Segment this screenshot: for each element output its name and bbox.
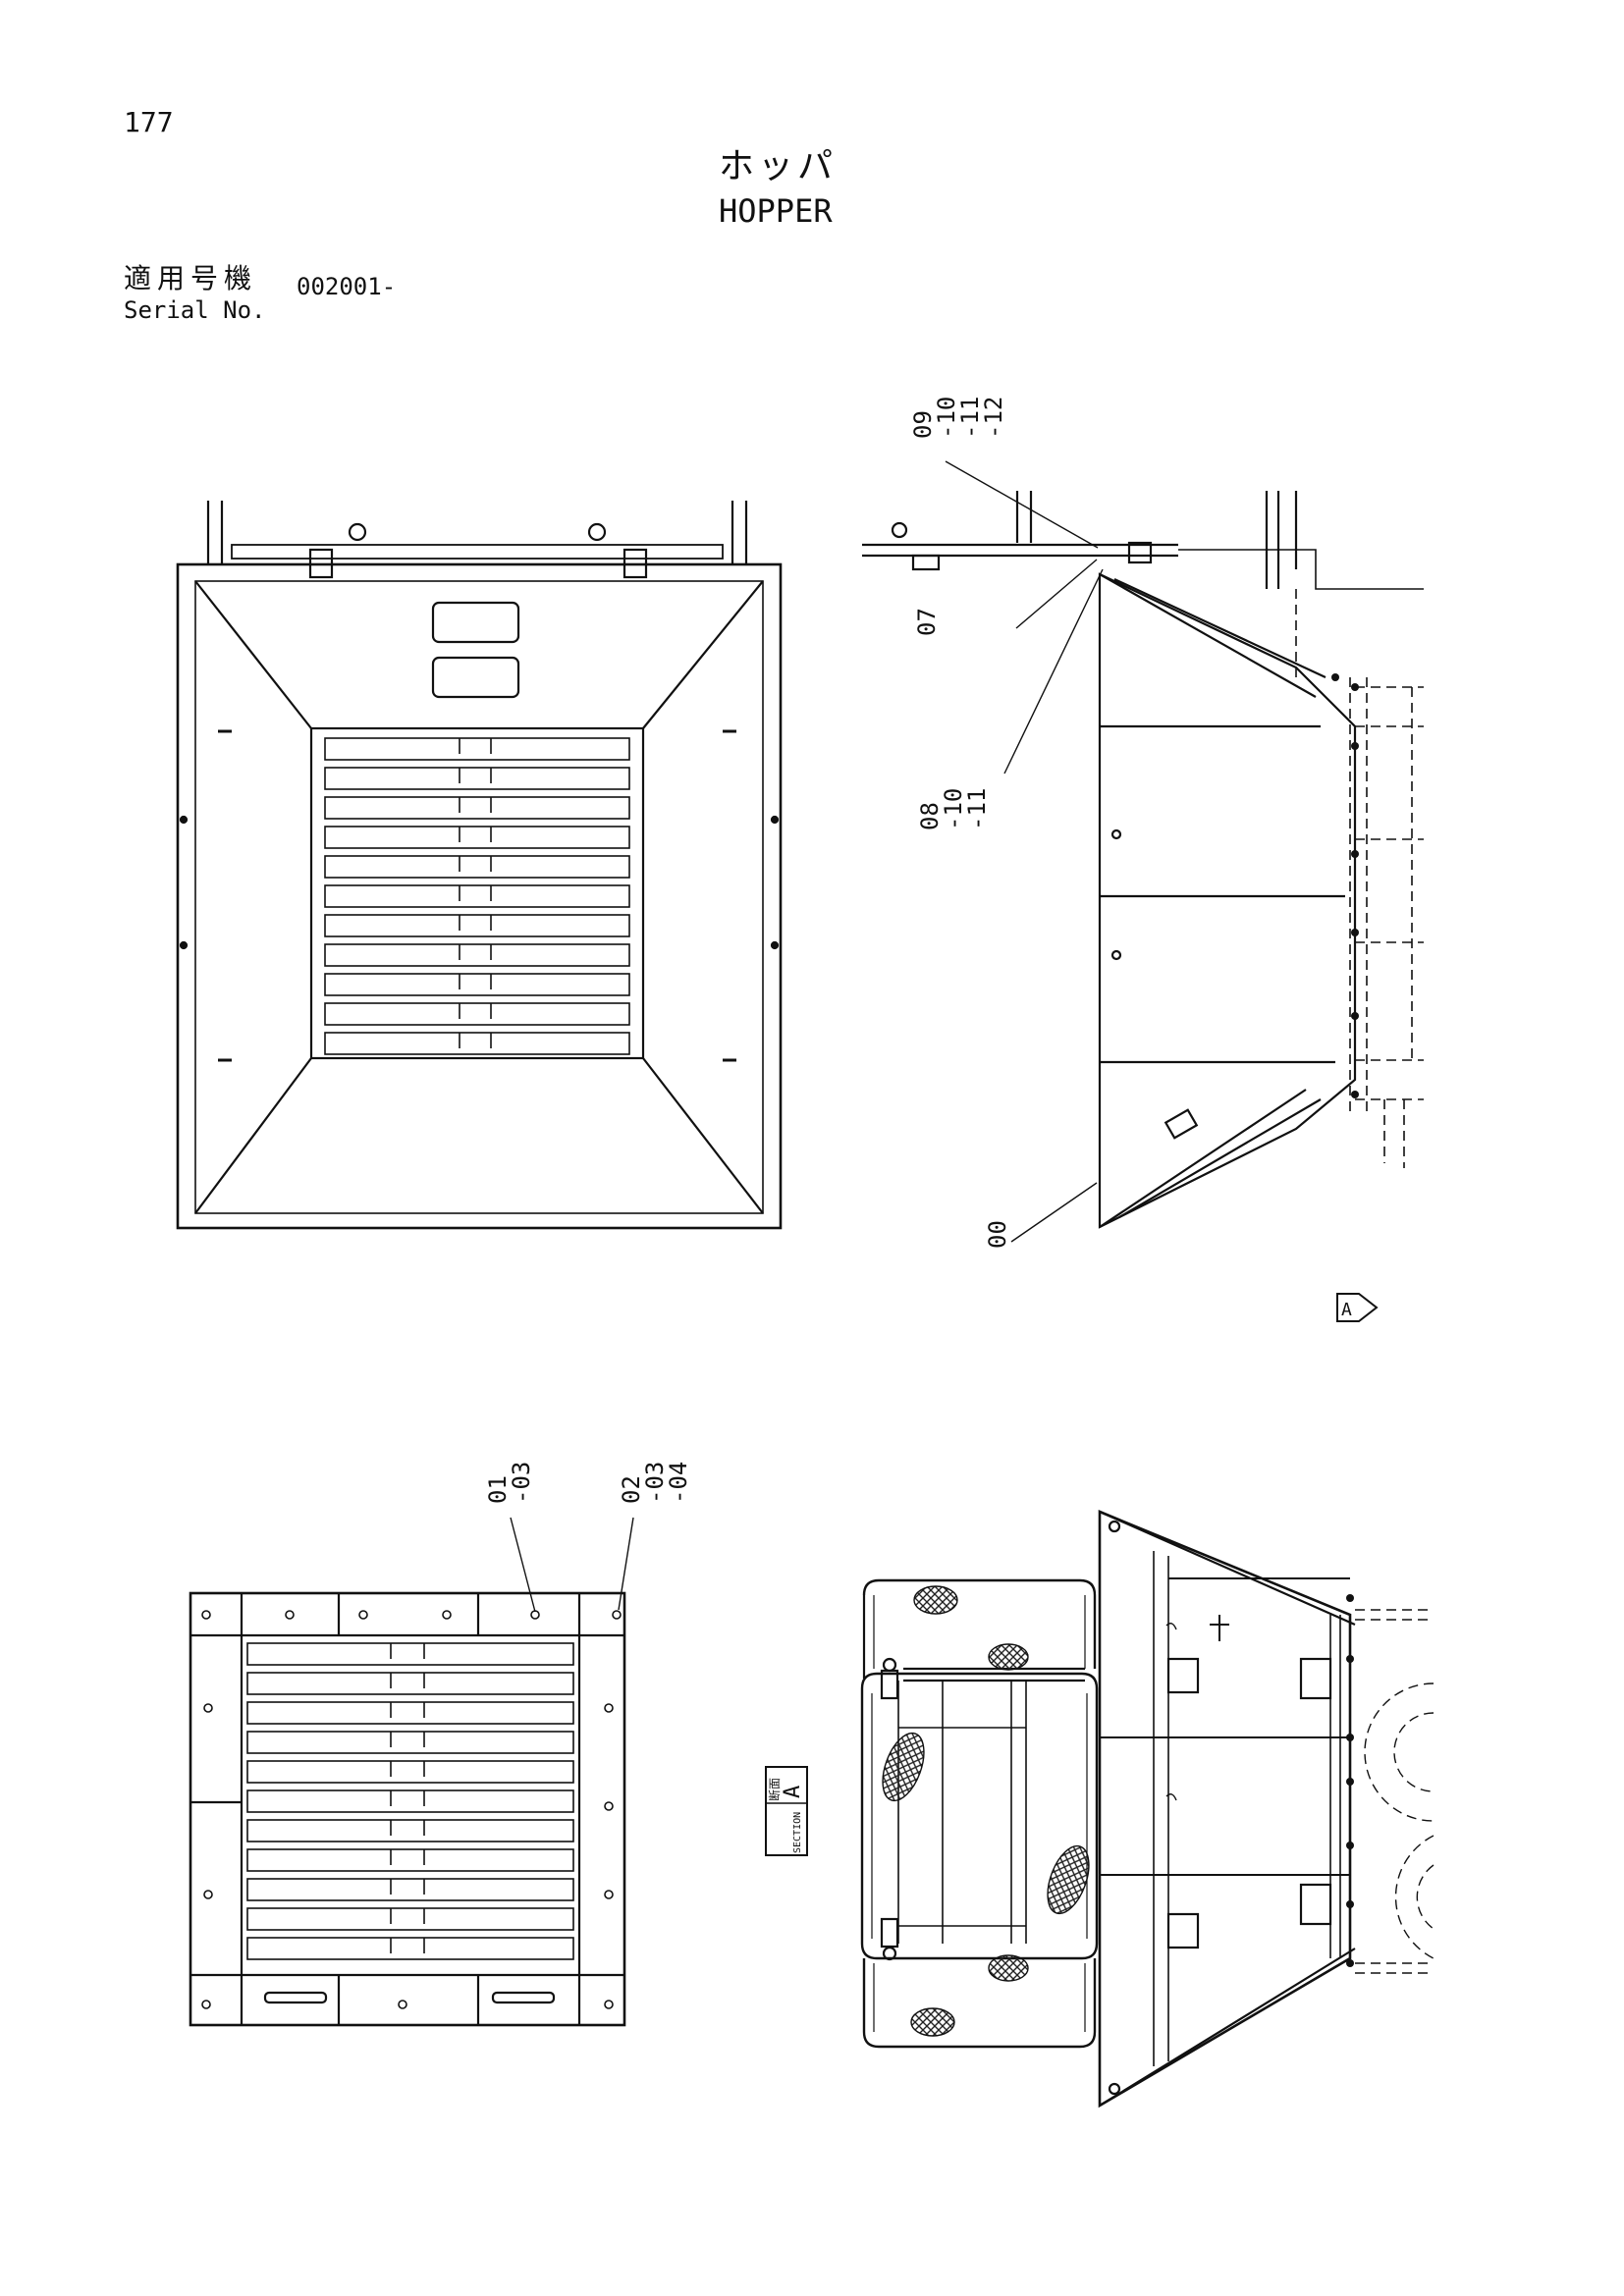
- hopper-top-view: [176, 501, 783, 1230]
- grate-top-view: [189, 1517, 634, 2027]
- callout-label: 09: [909, 410, 937, 439]
- callout-label: -10: [933, 397, 960, 439]
- callout-02-03-04: 02 -03 -04: [618, 1462, 692, 1504]
- hopper-side-view: [862, 460, 1424, 1322]
- page-number: 177: [124, 106, 174, 138]
- section-arrow-a: [1336, 1293, 1379, 1322]
- callout-label: 08: [916, 802, 944, 830]
- callout-07: 07: [913, 608, 941, 636]
- callout-label: -03: [641, 1462, 669, 1504]
- section-a-label: 断面 SECTION A: [765, 1766, 808, 1856]
- serial-label-english: Serial No.: [124, 296, 266, 324]
- callout-01-03: 01 -03: [484, 1462, 535, 1504]
- title-japanese: ホッパ: [719, 146, 838, 187]
- callout-label: -04: [665, 1462, 692, 1504]
- callout-label: -11: [963, 788, 991, 830]
- callout-label: -10: [940, 788, 967, 830]
- serial-label-japanese: 適用号機: [124, 262, 258, 294]
- callout-label: -12: [980, 397, 1007, 439]
- section-arrow-letter: A: [1341, 1300, 1352, 1320]
- callout-label: 02: [618, 1475, 645, 1504]
- section-a-view: [860, 1510, 1435, 2109]
- callout-label: -11: [956, 397, 984, 439]
- callout-09-10-11-12: 09 -10 -11 -12: [909, 397, 1007, 439]
- section-label-japanese: 断面: [767, 1778, 782, 1801]
- section-label-english: SECTION: [792, 1812, 803, 1853]
- callout-08-10-11: 08 -10 -11: [916, 788, 991, 830]
- title-english: HOPPER: [719, 192, 833, 230]
- callout-00: 00: [984, 1220, 1011, 1249]
- section-letter: A: [781, 1786, 805, 1798]
- serial-value: 002001-: [297, 273, 397, 300]
- callout-label: -03: [508, 1462, 535, 1504]
- callout-label: 01: [484, 1475, 512, 1504]
